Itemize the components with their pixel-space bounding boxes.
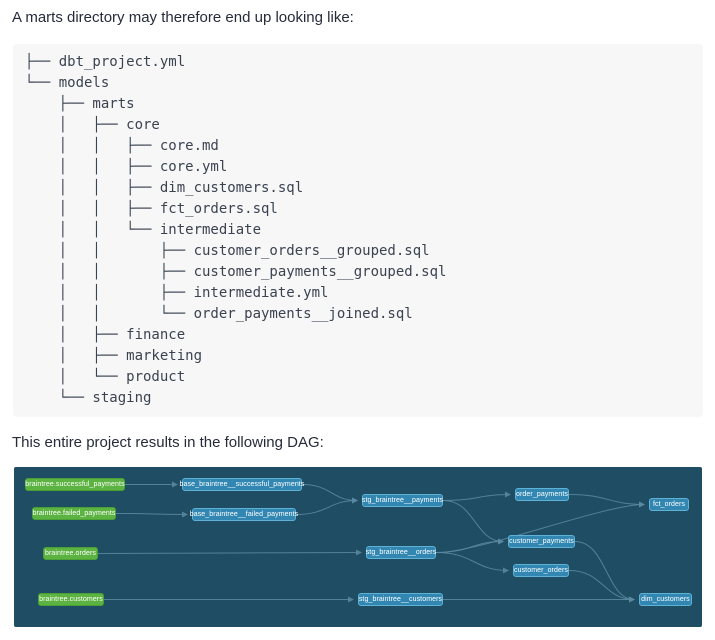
intro-text: A marts directory may therefore end up l… [12,9,354,26]
dag-edge [435,501,645,553]
dag-node-braintree-successful-payments: braintree.successful_payments [25,478,125,491]
dag-node-customer-payments: customer_payments [508,535,575,548]
dag-edge [435,552,509,574]
dag-edge [301,484,358,504]
dag-node-fct-orders: fct_orders [649,498,689,511]
dag-edges-layer [97,481,645,603]
dag-node-stg-braintree-customers: stg_braintree__customers [358,593,443,606]
dag-node-stg-braintree-orders: stg_braintree__orders [366,546,436,559]
dag-node-stg-braintree-payments: stg_braintree__payments [362,494,443,507]
dag-node-braintree-orders: braintree.orders [43,547,98,560]
dag-edge [295,497,358,515]
dag-edge [442,491,511,501]
dag-edge [574,541,635,603]
dag-intro-text: This entire project results in the follo… [12,434,324,451]
docs-page: A marts directory may therefore end up l… [12,9,703,627]
dag-edge [442,500,504,545]
dag-edge [568,570,635,603]
dag-node-customer-orders: customer_orders [513,564,569,577]
dag-node-braintree-failed-payments: braintree.failed_payments [32,507,116,520]
dag-node-braintree-customers: braintree.customers [38,593,104,606]
dag-node-order-payments: order_payments [515,488,569,501]
dag-node-base-braintree-successful-payments: base_braintree__successful_payments [180,478,304,491]
dag-edge [97,549,362,556]
dag-edge [568,494,645,508]
dag-node-dim-customers: dim_customers [639,593,692,606]
dag-edge [435,538,504,553]
dag-edge [115,511,188,518]
dag-diagram: braintree.successful_payments braintree.f… [14,467,702,627]
dag-node-base-braintree-failed-payments: base_braintree__failed_payments [190,508,298,521]
directory-tree-code-block: ├── dbt_project.yml └── models ├── marts… [13,44,703,417]
